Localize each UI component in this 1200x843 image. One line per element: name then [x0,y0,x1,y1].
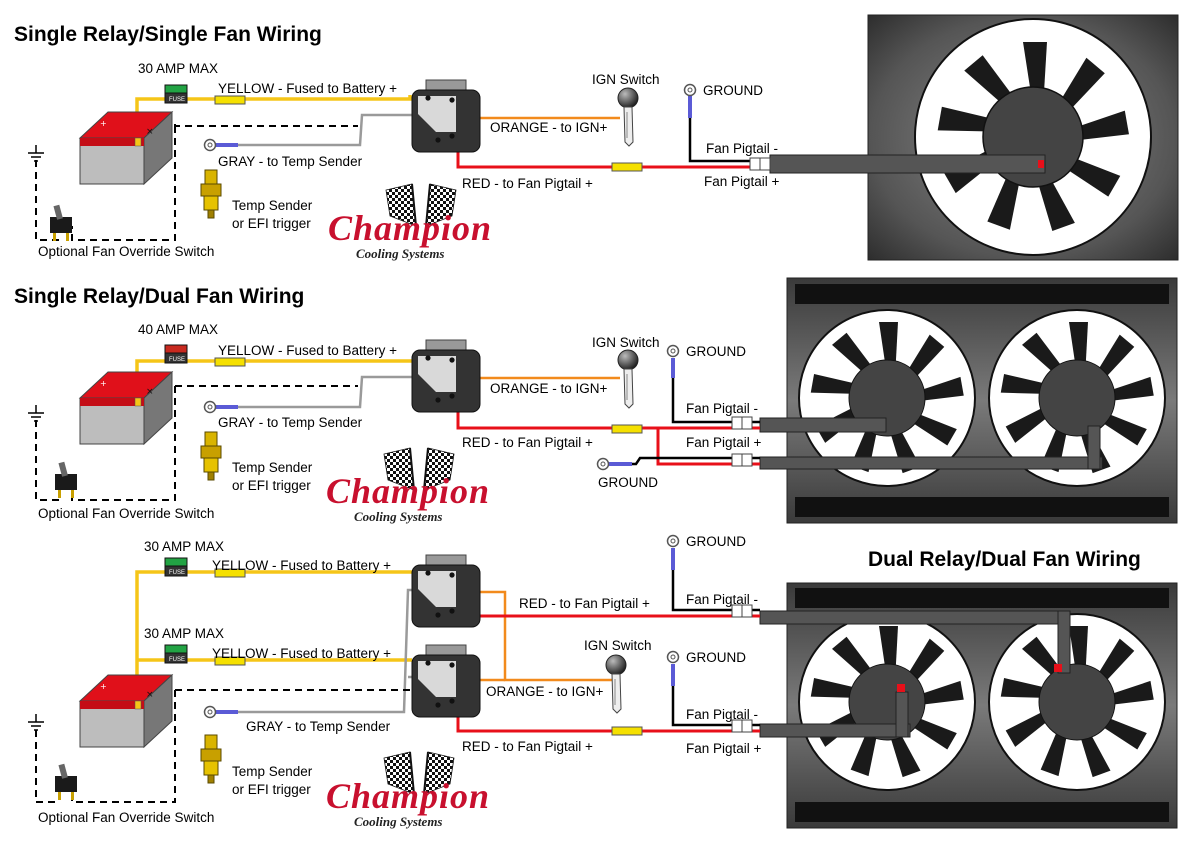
temp-sender-icon [200,169,222,219]
gray-wire-label: GRAY - to Temp Sender [218,415,363,430]
efi-trigger-label: or EFI trigger [232,478,311,493]
override-switch-label: Optional Fan Override Switch [38,810,214,825]
pigtail-neg-label: Fan Pigtail - [686,592,758,607]
fuse-rating: 30 AMP MAX [144,539,224,554]
logo-subtitle: Cooling Systems [356,246,445,261]
pigtail-pos-label: Fan Pigtail + [686,435,762,450]
fuse-rating: 30 AMP MAX [144,626,224,641]
ign-switch-label: IGN Switch [584,638,652,653]
ground-symbol-icon [27,404,45,422]
logo-subtitle: Cooling Systems [354,509,443,524]
ring-terminal-icon [203,400,217,414]
ring-terminal-icon [666,650,680,664]
ign-switch-label: IGN Switch [592,335,660,350]
efi-trigger-label: or EFI trigger [232,782,311,797]
ring-terminal-icon [666,534,680,548]
yellow-wire-label: YELLOW - Fused to Battery + [218,343,397,358]
temp-sender-label: Temp Sender [232,198,313,213]
red-wire-label: RED - to Fan Pigtail + [462,176,593,191]
connector-icon [731,416,753,430]
yellow-wire-label: YELLOW - Fused to Battery + [212,646,391,661]
pigtail-pos-label: Fan Pigtail + [704,174,780,189]
title-single-dual: Single Relay/Dual Fan Wiring [14,285,304,308]
connector-icon [731,453,753,467]
fuse-icon [164,557,188,577]
pigtail-neg-label: Fan Pigtail - [686,707,758,722]
fuse-icon [164,644,188,664]
yellow-wire-label: YELLOW - Fused to Battery + [212,558,391,573]
logo-name: Champion [326,471,490,511]
ground-label: GROUND [686,650,746,665]
ground-symbol-icon [27,144,45,162]
ground-label: GROUND [703,83,763,98]
battery-icon [79,111,173,185]
orange-wire-label: ORANGE - to IGN+ [486,684,604,699]
connector-icon [749,157,771,171]
pigtail-neg-label: Fan Pigtail - [706,141,778,156]
fuse-rating: 40 AMP MAX [138,322,218,337]
ignition-key-icon [617,349,639,409]
title-single-single: Single Relay/Single Fan Wiring [14,23,322,46]
battery-icon [79,674,173,748]
orange-wire-label: ORANGE - to IGN+ [490,120,608,135]
efi-trigger-label: or EFI trigger [232,216,311,231]
relay-icon [411,554,481,628]
fuse-icon [164,84,188,104]
gray-wire-label: GRAY - to Temp Sender [218,154,363,169]
ignition-key-icon [605,654,627,714]
fan-icon [769,14,1179,261]
ground-symbol-icon [27,713,45,731]
relay-icon [411,79,481,153]
fan-icon [759,582,1178,829]
temp-sender-icon [200,431,222,481]
temp-sender-icon [200,734,222,784]
ign-switch-label: IGN Switch [592,72,660,87]
pigtail-neg-label: Fan Pigtail - [686,401,758,416]
red-wire-label: RED - to Fan Pigtail + [462,739,593,754]
logo-name: Champion [326,776,490,816]
champion-logo: Champion Cooling Systems [326,447,490,524]
gray-wire-label: GRAY - to Temp Sender [246,719,391,734]
fan-icon [759,277,1178,524]
ring-terminal-icon [596,457,610,471]
orange-wire-label: ORANGE - to IGN+ [490,381,608,396]
ignition-key-icon [617,87,639,147]
temp-sender-label: Temp Sender [232,460,313,475]
fuse-rating: 30 AMP MAX [138,61,218,76]
ring-terminal-icon [203,138,217,152]
toggle-switch-icon [55,461,77,498]
toggle-switch-icon [55,763,77,800]
section-single-relay-single-fan: Single Relay/Single Fan Wiring [14,14,1179,261]
red-wire-label: RED - to Fan Pigtail + [519,596,650,611]
ring-terminal-icon [666,344,680,358]
ground-label: GROUND [598,475,658,490]
section-dual-relay-dual-fan: Dual Relay/Dual Fan Wiring [27,534,1178,829]
ring-terminal-icon [683,83,697,97]
ground-label: GROUND [686,344,746,359]
override-switch-label: Optional Fan Override Switch [38,506,214,521]
override-switch-label: Optional Fan Override Switch [38,244,214,259]
battery-icon [79,371,173,445]
ring-terminal-icon [203,705,217,719]
relay-icon [411,339,481,413]
logo-name: Champion [328,208,492,248]
champion-logo: Champion Cooling Systems [328,183,492,261]
title-dual-dual: Dual Relay/Dual Fan Wiring [868,548,1141,571]
ground-label: GROUND [686,534,746,549]
red-wire-label: RED - to Fan Pigtail + [462,435,593,450]
champion-logo: Champion Cooling Systems [326,751,490,829]
yellow-wire-label: YELLOW - Fused to Battery + [218,81,397,96]
pigtail-pos-label: Fan Pigtail + [686,741,762,756]
fuse-icon [164,344,188,364]
temp-sender-label: Temp Sender [232,764,313,779]
logo-subtitle: Cooling Systems [354,814,443,829]
toggle-switch-icon [50,204,72,241]
relay-icon [411,644,481,718]
section-single-relay-dual-fan: Single Relay/Dual Fan Wiring [14,277,1178,524]
